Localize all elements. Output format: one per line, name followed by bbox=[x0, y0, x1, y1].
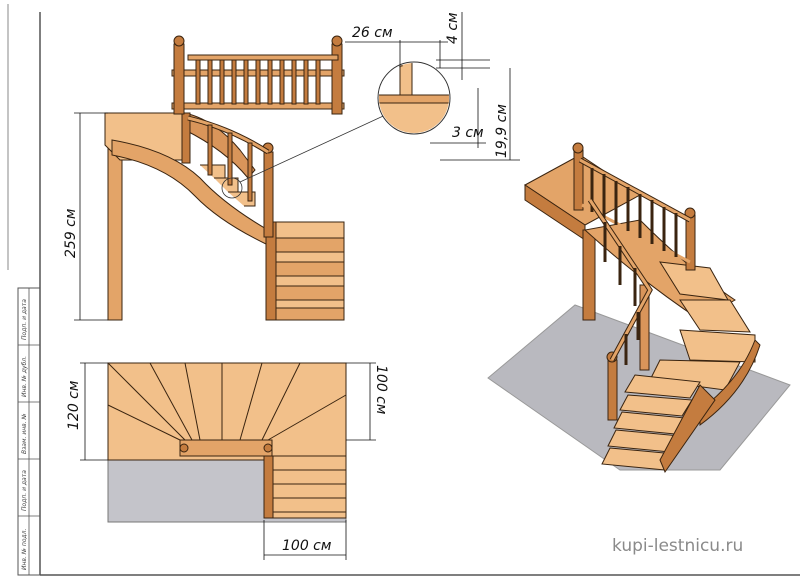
title-cell-4: Подп. и дата bbox=[21, 470, 28, 511]
tread-depth-label: 26 см bbox=[352, 25, 393, 41]
side-elevation-view bbox=[104, 35, 393, 321]
title-cell-2: Инв. № дубл. bbox=[21, 356, 28, 397]
website-watermark: kupi-lestnicu.ru bbox=[612, 536, 744, 556]
nosing-depth-label: 3 см bbox=[452, 125, 484, 141]
nosing-top-label: 4 см bbox=[445, 12, 461, 44]
nosing-detail-bubble bbox=[377, 61, 451, 135]
plan-view bbox=[107, 362, 347, 523]
bottom-flight-width-label: 100 см bbox=[282, 538, 332, 554]
isometric-stair-view bbox=[487, 142, 791, 474]
title-cell-1: Подп. и дата bbox=[21, 299, 28, 340]
riser-height-label: 19,9 см bbox=[494, 104, 510, 158]
title-block: Подп. и дата Инв. № дубл. Взам. инв. № П… bbox=[17, 287, 41, 576]
landing-width-label: 100 см bbox=[373, 365, 389, 415]
side-view-dimensions bbox=[74, 12, 520, 321]
title-cell-3: Взам. инв. № bbox=[21, 413, 28, 454]
flight-width-label: 120 см bbox=[66, 380, 82, 430]
title-cell-5: Инв. № подл. bbox=[21, 529, 28, 570]
total-height-label: 259 см bbox=[63, 208, 79, 258]
plan-view-dimensions bbox=[80, 362, 376, 560]
